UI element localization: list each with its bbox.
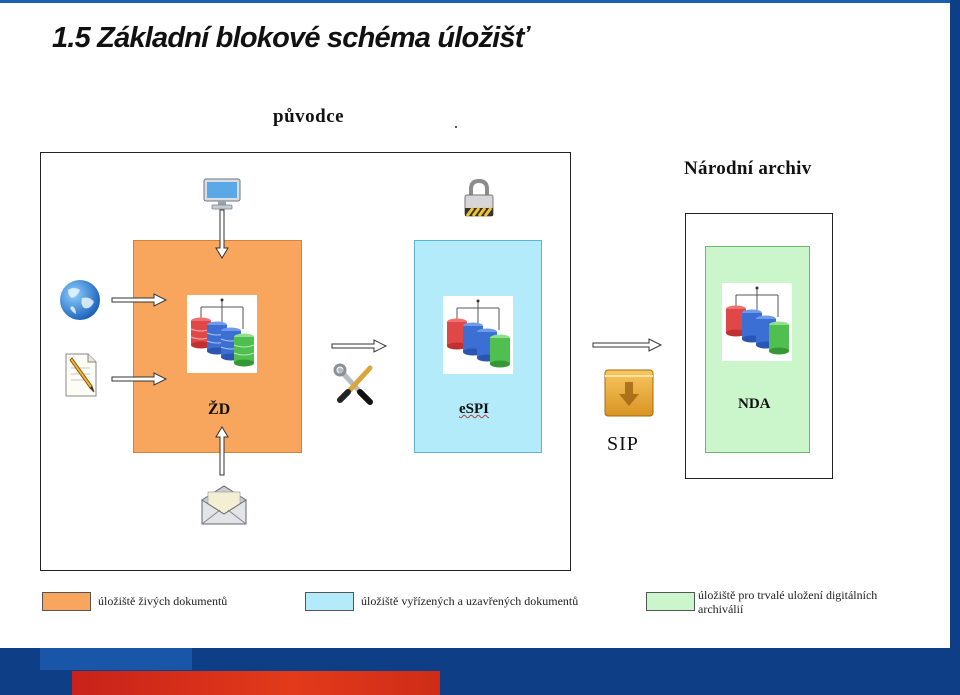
legend-swatch-permanent: [646, 592, 695, 611]
sip-label: SIP: [607, 433, 639, 455]
legend-text-live: úložiště živých dokumentů: [98, 594, 228, 608]
database-cluster-icon: [722, 283, 792, 361]
arrow-envelope-to-zd: [215, 426, 229, 476]
legend-text-permanent-line1: úložiště pro trvalé uložení digitálních: [698, 588, 878, 602]
originator-label: původce: [273, 106, 345, 127]
monitor-icon: [203, 178, 241, 210]
espi-label: eSPI: [459, 401, 489, 417]
bottom-red-accent-bar: [72, 671, 440, 695]
slide-title: 1.5 Základní blokové schéma úložišť: [52, 22, 529, 54]
legend-text-closed: úložiště vyřízených a uzavřených dokumen…: [361, 594, 579, 608]
arrow-document-to-zd: [111, 372, 168, 386]
arrow-espi-to-nda: [592, 338, 663, 352]
envelope-icon: [201, 485, 247, 525]
tools-icon: [333, 363, 373, 405]
legend-swatch-closed: [305, 592, 354, 611]
arrow-monitor-to-zd: [215, 209, 229, 259]
legend-text-permanent: úložiště pro trvalé uložení digitálních …: [698, 588, 877, 616]
arrow-zd-to-espi: [331, 339, 388, 353]
padlock-icon: [464, 178, 494, 217]
document-pencil-icon: [65, 353, 97, 397]
zd-label: ŽD: [208, 401, 231, 418]
bottom-frame-accent: [40, 648, 192, 670]
package-icon: [604, 369, 654, 417]
nda-label: NDA: [738, 396, 771, 412]
legend-text-permanent-line2: archiválií: [698, 602, 744, 616]
stray-dot: [455, 126, 457, 128]
globe-icon: [60, 280, 100, 320]
database-cluster-icon: [443, 296, 513, 374]
database-cluster-icon: [187, 295, 257, 373]
arrow-globe-to-zd: [111, 293, 168, 307]
national-archive-label: Národní archiv: [684, 158, 812, 179]
top-frame-bar: [0, 0, 960, 3]
legend-swatch-live: [42, 592, 91, 611]
right-frame-bar: [950, 0, 960, 648]
